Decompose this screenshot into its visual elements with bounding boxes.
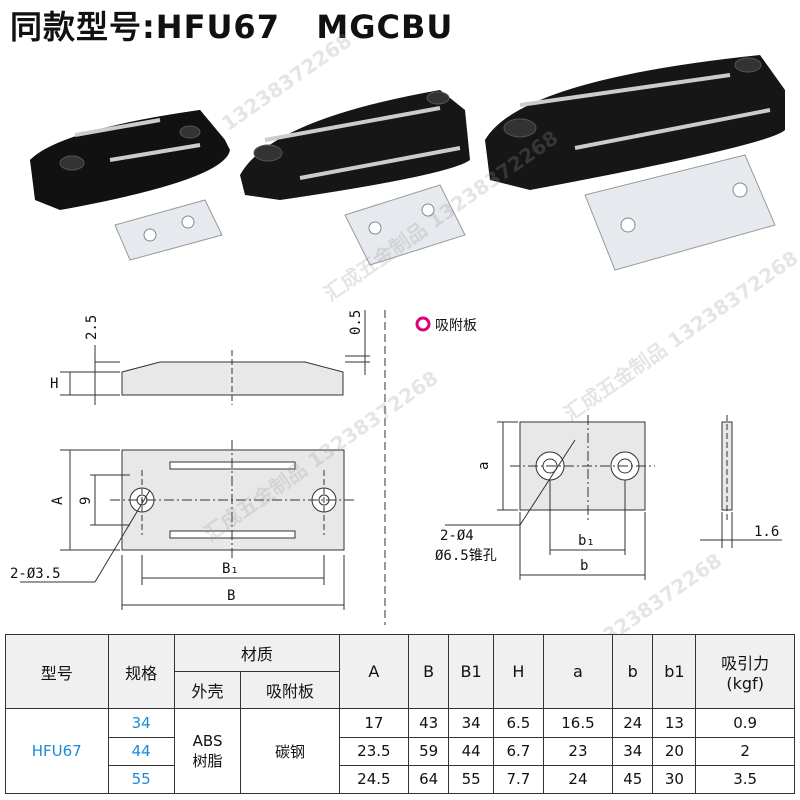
cell-B: 43 xyxy=(407,708,450,738)
cell-H: 6.7 xyxy=(492,736,544,766)
dim-1-6: 1.6 xyxy=(754,524,779,540)
dim-b: b xyxy=(580,558,588,574)
cell-A: 24.5 xyxy=(338,764,409,795)
cell-b1: 30 xyxy=(652,764,697,795)
magnet-small xyxy=(30,110,230,210)
technical-drawing: 2.5 0.5 H A 9 B₁ B 2-Ø3.5 吸附板 a 2-Ø4 Ø6.… xyxy=(10,310,782,625)
cell-a: 24 xyxy=(542,764,614,795)
header-B1: B1 xyxy=(448,633,494,710)
table-row: HFU67 34 ABS 树脂 碳钢 17 43 34 6.5 16.5 24 … xyxy=(5,708,795,794)
cell-force: 2 xyxy=(695,736,795,766)
dim-2-5: 2.5 xyxy=(84,315,100,340)
dim-A: A xyxy=(50,496,66,505)
header-a: a xyxy=(542,633,614,710)
cell-model: HFU67 xyxy=(5,708,109,794)
plate-large xyxy=(584,154,776,271)
table-row: 44 23.5 59 44 6.7 23 34 20 2 xyxy=(6,736,795,766)
table-header-row: 外壳 吸附板 xyxy=(6,671,795,710)
header-material: 材质 xyxy=(173,633,340,673)
hole-plate-label: 2-Ø4 xyxy=(440,528,474,544)
plate-medium xyxy=(344,184,466,266)
cell-spec: 55 xyxy=(107,764,175,795)
cell-spec: 34 xyxy=(107,708,175,738)
header-H: H xyxy=(492,633,544,710)
dim-B: B xyxy=(227,588,235,604)
cell-A: 23.5 xyxy=(338,736,409,766)
dim-0-5: 0.5 xyxy=(348,310,364,335)
cell-b: 24 xyxy=(612,708,654,738)
header-B: B xyxy=(407,633,450,710)
header-spec: 规格 xyxy=(107,633,175,710)
cell-B1: 34 xyxy=(448,708,494,738)
product-photo xyxy=(30,55,785,271)
header-b1: b1 xyxy=(652,633,697,710)
cell-B1: 55 xyxy=(448,764,494,795)
magnet-large xyxy=(485,55,785,190)
cell-A: 17 xyxy=(338,708,409,738)
cell-b1: 20 xyxy=(652,736,697,766)
dim-B1: B₁ xyxy=(222,561,239,577)
spec-table: 型号 规格 材质 A B B1 H a b b1 吸引力 (kgf) 外壳 吸附… xyxy=(5,633,795,795)
page-title: 同款型号:HFU67 MGCBU xyxy=(10,8,454,46)
header-force-unit: (kgf) xyxy=(726,674,764,694)
cell-plate-material: 碳钢 xyxy=(240,708,340,794)
header-shell: 外壳 xyxy=(173,671,242,710)
header-force: 吸引力 (kgf) xyxy=(695,633,795,710)
cell-force: 0.9 xyxy=(695,708,795,738)
header-force-label: 吸引力 xyxy=(721,654,770,674)
cell-a: 23 xyxy=(542,736,614,766)
magnet-medium xyxy=(240,90,470,200)
cell-b: 34 xyxy=(612,736,654,766)
cell-shell-material: ABS 树脂 xyxy=(173,708,242,794)
cell-B: 64 xyxy=(407,764,450,795)
shell-material-line2: 树脂 xyxy=(192,751,223,770)
header-model: 型号 xyxy=(5,633,109,710)
cell-b: 45 xyxy=(612,764,654,795)
dim-9: 9 xyxy=(78,497,94,505)
cell-H: 7.7 xyxy=(492,764,544,795)
header-A: A xyxy=(338,633,409,710)
cell-B: 59 xyxy=(407,736,450,766)
dim-H: H xyxy=(50,376,58,392)
hole-plate-sublabel: Ø6.5锥孔 xyxy=(435,548,497,564)
cell-force: 3.5 xyxy=(695,764,795,795)
cell-b1: 13 xyxy=(652,708,697,738)
cell-a: 16.5 xyxy=(542,708,614,738)
dim-a: a xyxy=(476,462,492,470)
dim-b1: b₁ xyxy=(578,533,595,549)
shell-material-line1: ABS xyxy=(192,731,223,750)
cell-H: 6.5 xyxy=(492,708,544,738)
header-b: b xyxy=(612,633,654,710)
legend-label: 吸附板 xyxy=(435,318,477,334)
table-header-row: 型号 规格 材质 A B B1 H a b b1 吸引力 (kgf) xyxy=(5,633,795,710)
cell-spec: 44 xyxy=(107,736,175,766)
header-plate: 吸附板 xyxy=(240,671,340,710)
table-row: 55 24.5 64 55 7.7 24 45 30 3.5 xyxy=(6,764,795,795)
plate-small xyxy=(114,199,223,261)
cell-B1: 44 xyxy=(448,736,494,766)
hole-main-label: 2-Ø3.5 xyxy=(10,566,61,582)
